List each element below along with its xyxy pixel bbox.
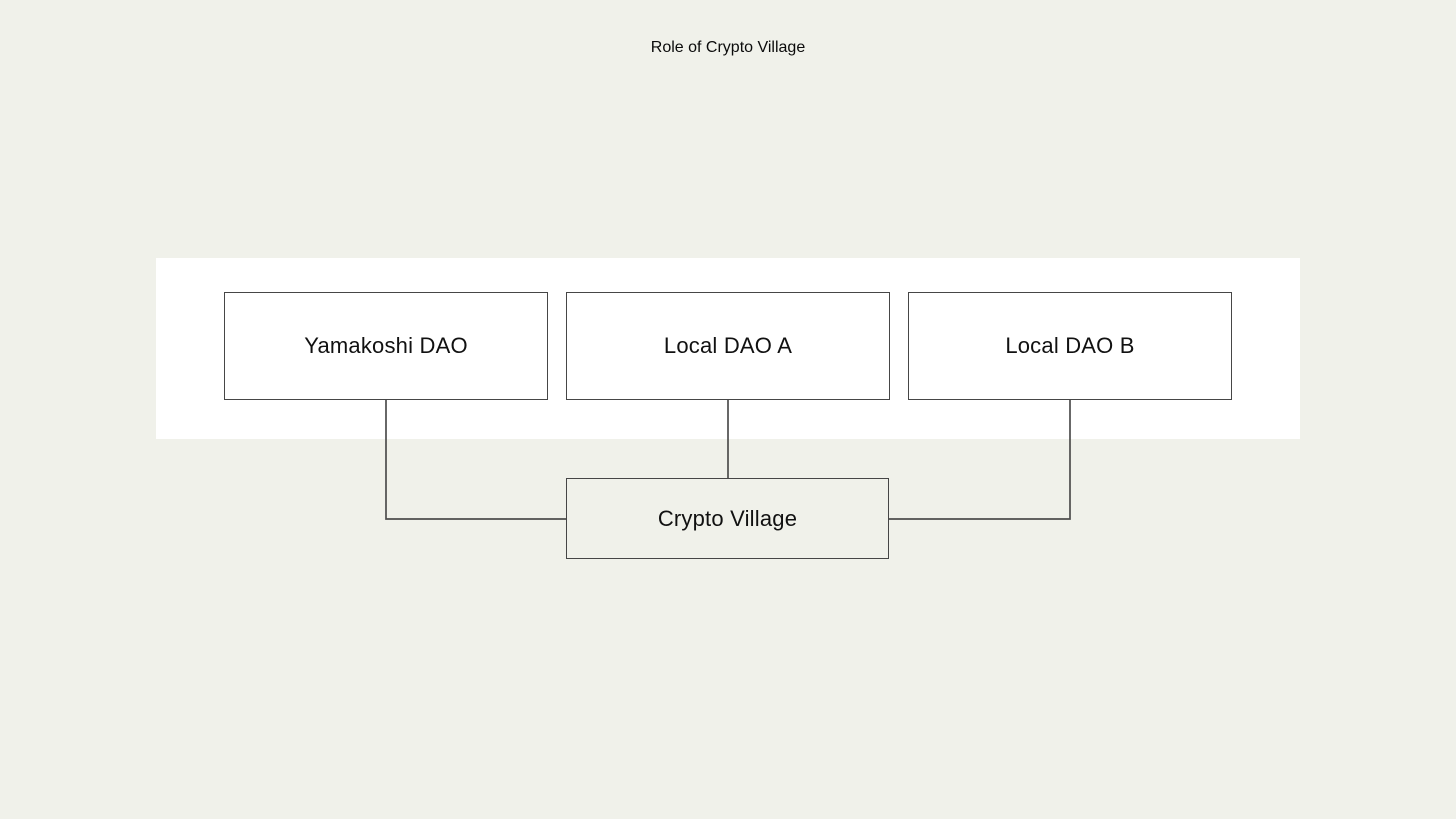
node-yamakoshi-dao: Yamakoshi DAO <box>224 292 548 400</box>
node-crypto-village: Crypto Village <box>566 478 889 559</box>
node-crypto-village-label: Crypto Village <box>657 505 798 531</box>
node-local-dao-a: Local DAO A <box>566 292 890 400</box>
page-title: Role of Crypto Village <box>650 39 806 56</box>
node-local-dao-b-label: Local DAO B <box>1005 333 1135 358</box>
node-yamakoshi-dao-label: Yamakoshi DAO <box>304 333 468 358</box>
node-local-dao-a-label: Local DAO A <box>663 333 793 358</box>
node-local-dao-b: Local DAO B <box>908 292 1232 400</box>
